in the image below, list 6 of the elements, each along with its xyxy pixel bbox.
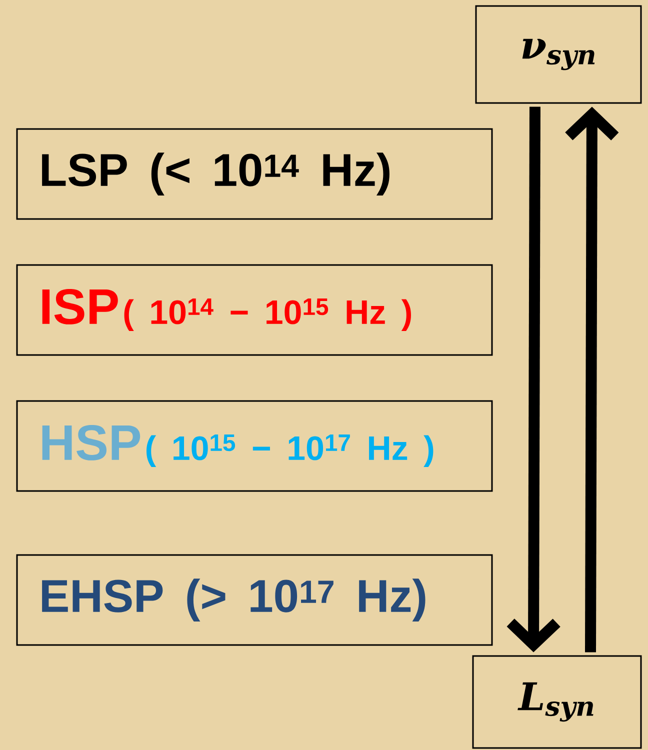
class-box: EHSP (> 10$^{17}$ Hz) (16, 554, 493, 646)
arrow (565, 106, 619, 652)
arrow (506, 106, 560, 652)
variable-box: ν$_{syn}$ (475, 5, 642, 104)
class-box: LSP (< 10$^{14}$ Hz) (16, 128, 493, 220)
variable-box: L$_{syn}$ (472, 655, 642, 749)
